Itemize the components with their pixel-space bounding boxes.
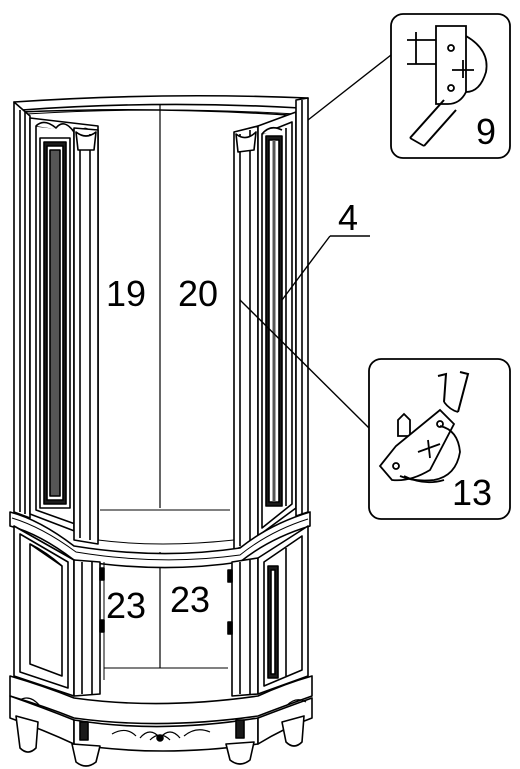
right-glass-panel [257,111,297,537]
part-label-23-left: 23 [106,585,146,626]
lower-right-post [227,557,259,697]
lower-left-side [13,525,75,697]
part-label-4: 4 [338,197,358,238]
right-door-frame [233,125,259,551]
cabinet-top [13,94,309,117]
callout-label-9: 9 [476,111,496,152]
part-label-23-right: 23 [170,579,210,620]
callout-label-13: 13 [452,472,492,513]
callout-hinge-13 [239,299,511,520]
left-side-panel [13,101,31,519]
cabinet-feet [15,715,305,767]
cabinet [9,94,313,767]
lower-left-post [73,559,105,697]
callout-leader-13 [239,299,370,429]
callout-leader-9 [307,54,392,121]
left-front-post [73,127,99,545]
part-label-20: 20 [178,273,218,314]
part-label-19: 19 [106,273,146,314]
part-4-leader [281,235,331,301]
callout-hinge-9 [307,13,511,159]
lower-right-side [257,525,309,695]
right-side-post [295,97,309,517]
